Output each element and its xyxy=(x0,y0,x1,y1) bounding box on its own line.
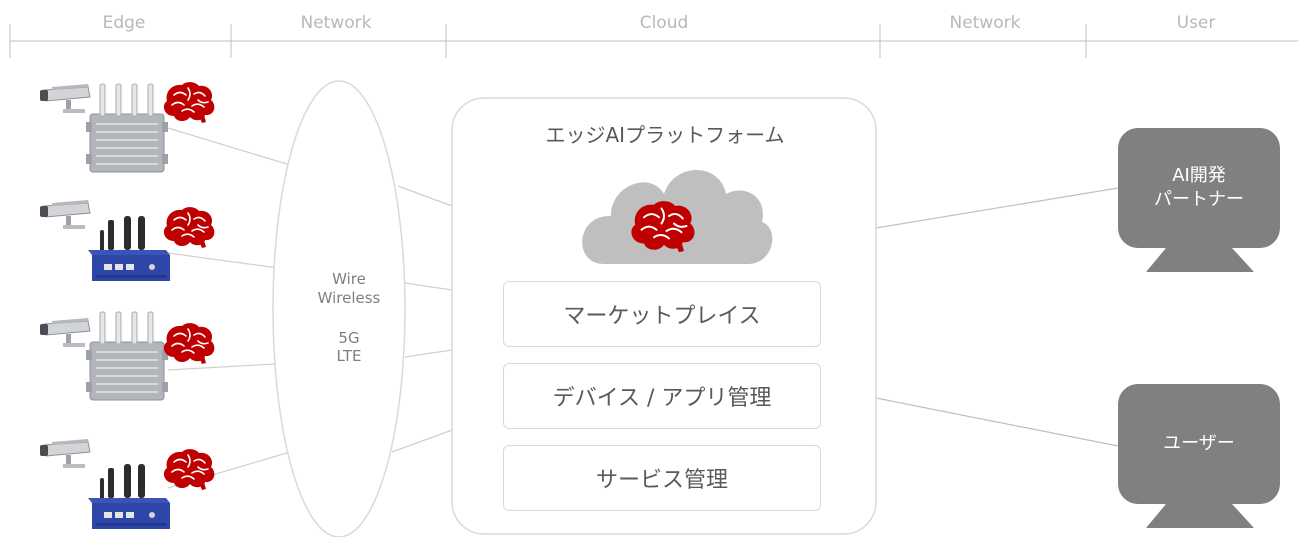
network-platform-connectors xyxy=(391,185,453,453)
header-axis xyxy=(9,24,1298,58)
edge-device-1 xyxy=(39,81,216,173)
column-label-user: User xyxy=(1176,13,1216,33)
service-service-management: サービス管理 xyxy=(503,445,821,511)
camera-icon xyxy=(39,83,91,114)
column-label-network-right: Network xyxy=(949,13,1021,33)
platform-title: エッジAIプラットフォーム xyxy=(545,123,785,147)
column-label-edge: Edge xyxy=(102,13,146,33)
service-device-app-management: デバイス / アプリ管理 xyxy=(503,363,821,429)
partner-label-line2: パートナー xyxy=(1154,189,1244,210)
gateway-icon xyxy=(85,311,169,401)
camera-icon xyxy=(39,199,91,230)
camera-icon xyxy=(39,317,91,348)
network-ellipse xyxy=(272,80,406,537)
brain-icon xyxy=(163,206,216,249)
platform-user-connectors xyxy=(875,187,1119,447)
mini-pc-icon xyxy=(88,216,170,281)
service-marketplace: マーケットプレイス xyxy=(503,281,821,347)
mini-pc-icon xyxy=(88,464,170,529)
brain-icon xyxy=(163,448,216,491)
column-header-row: Edge Network Cloud Network User xyxy=(0,0,1306,45)
brain-icon xyxy=(163,322,216,365)
brain-icon xyxy=(163,81,216,124)
network-label-lte: LTE xyxy=(336,347,362,365)
gateway-icon xyxy=(85,83,169,173)
partner-label-line1: AI開発 xyxy=(1172,165,1226,186)
column-label-network-left: Network xyxy=(300,13,372,33)
edge-device-4 xyxy=(39,438,216,529)
network-label-wireless: Wireless xyxy=(317,289,381,307)
partner-monitor-icon xyxy=(1118,128,1280,272)
column-label-cloud: Cloud xyxy=(639,13,689,33)
edge-device-2 xyxy=(39,199,216,281)
user-monitor-icon xyxy=(1118,384,1280,528)
network-label-5g: 5G xyxy=(338,329,360,347)
edge-device-3 xyxy=(39,311,216,401)
network-label-wire: Wire xyxy=(332,270,366,288)
camera-icon xyxy=(39,438,91,469)
user-label: ユーザー xyxy=(1163,433,1235,454)
